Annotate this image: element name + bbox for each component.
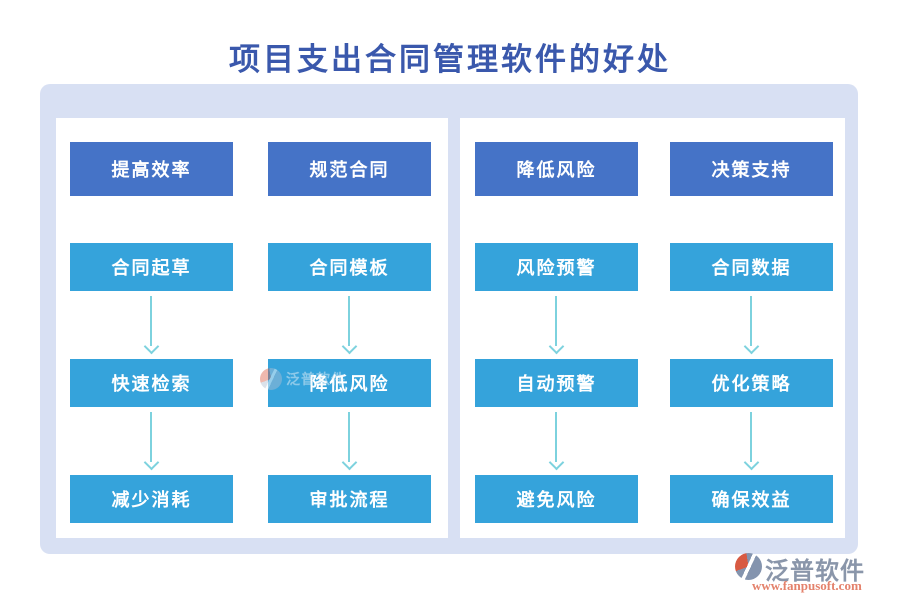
flow-header-box: 决策支持 (670, 142, 833, 196)
brand-url: www.fanpusoft.com (752, 578, 862, 593)
flow-step-box: 快速检索 (70, 359, 233, 407)
down-arrow-icon (143, 296, 160, 355)
flow-step-box: 审批流程 (268, 475, 431, 523)
fanpu-logo-icon (735, 553, 762, 580)
footer-brand: 泛普软件 www.fanpusoft.com (735, 551, 895, 595)
down-arrow-icon (743, 412, 760, 471)
down-arrow-icon (743, 296, 760, 355)
flow-header-box: 提高效率 (70, 142, 233, 196)
down-arrow-icon (341, 412, 358, 471)
flow-step-box: 合同起草 (70, 243, 233, 291)
flow-step-box: 降低风险 (268, 359, 431, 407)
flow-header-box: 降低风险 (475, 142, 638, 196)
flow-step-box: 优化策略 (670, 359, 833, 407)
flow-step-box: 合同数据 (670, 243, 833, 291)
flow-step-box: 避免风险 (475, 475, 638, 523)
down-arrow-icon (143, 412, 160, 471)
flow-step-box: 自动预警 (475, 359, 638, 407)
flow-step-box: 减少消耗 (70, 475, 233, 523)
flow-step-box: 确保效益 (670, 475, 833, 523)
flow-step-box: 风险预警 (475, 243, 638, 291)
brand-name: 泛普软件 (765, 559, 865, 585)
page-title: 项目支出合同管理软件的好处 (229, 42, 671, 77)
down-arrow-icon (548, 296, 565, 355)
flow-header-box: 规范合同 (268, 142, 431, 196)
down-arrow-icon (341, 296, 358, 355)
down-arrow-icon (548, 412, 565, 471)
flow-step-box: 合同模板 (268, 243, 431, 291)
